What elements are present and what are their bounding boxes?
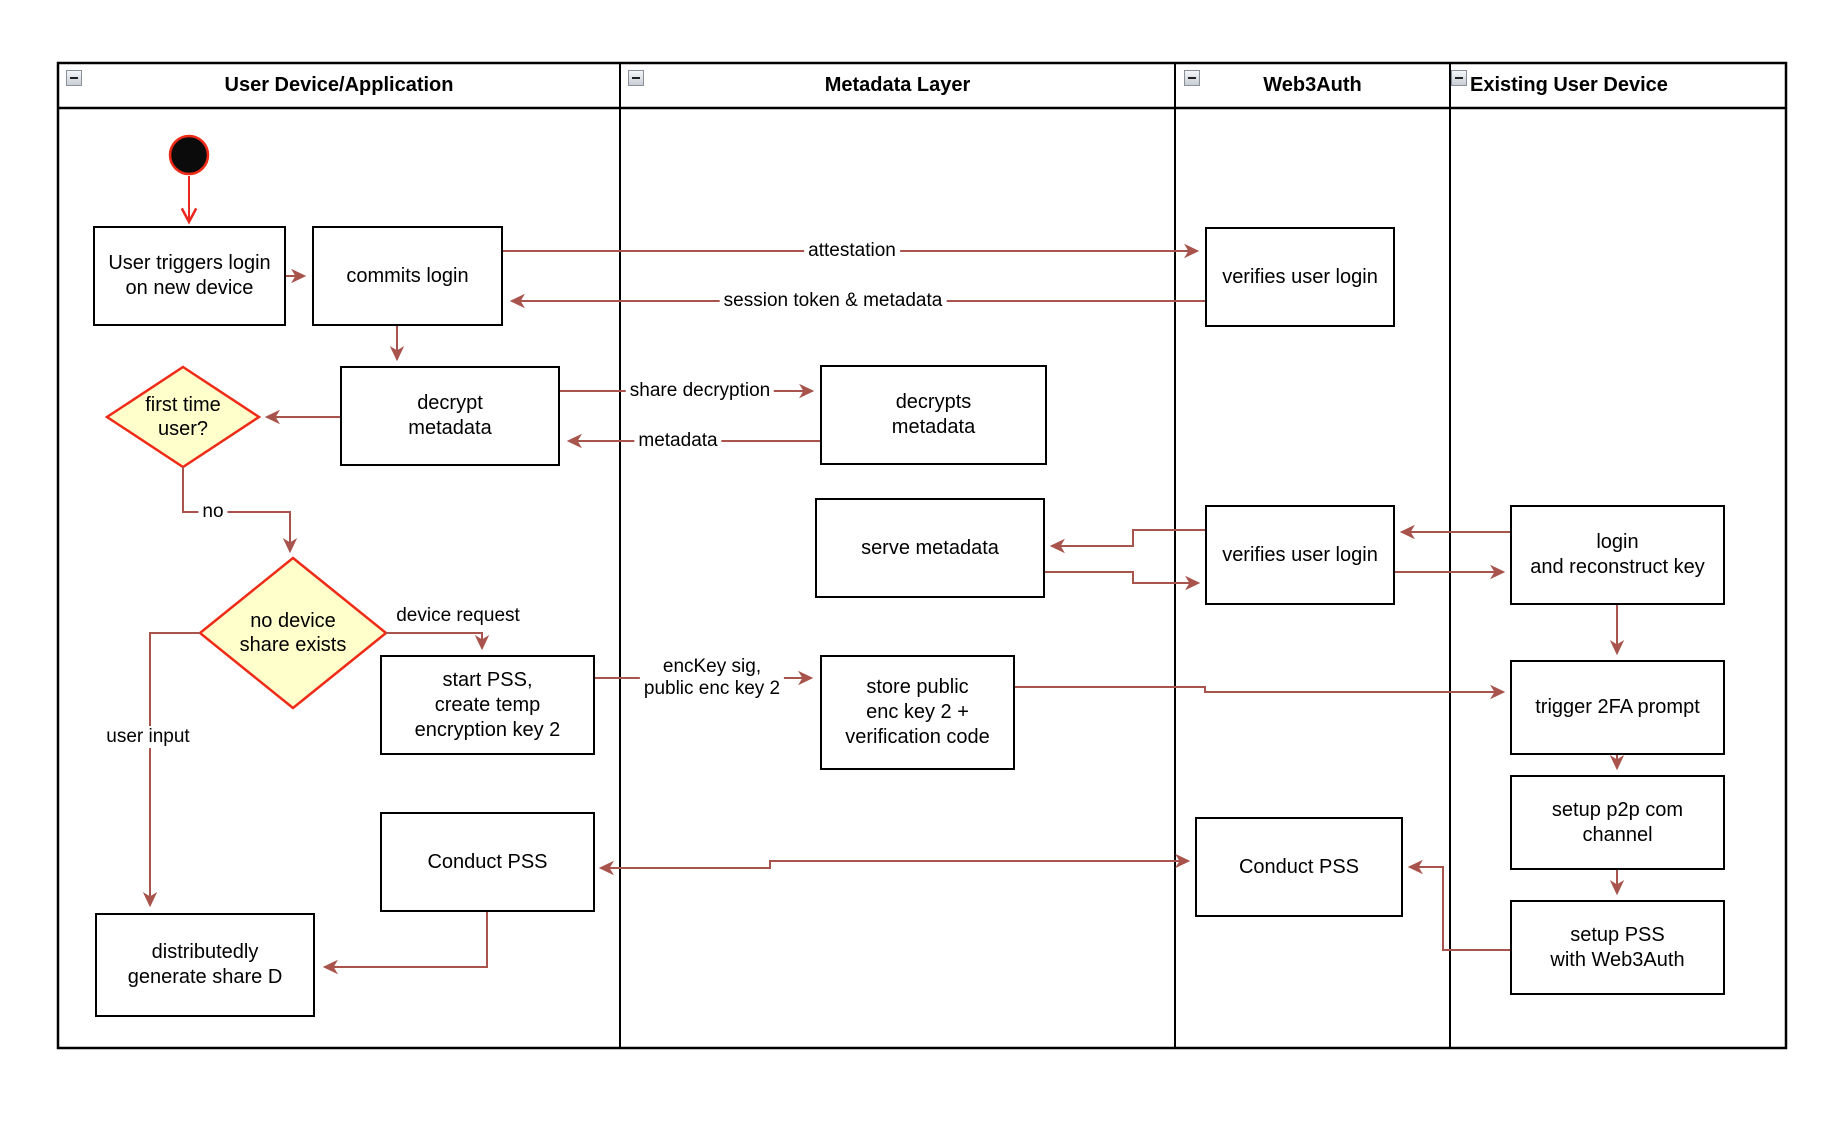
lane-title: Existing User Device: [1470, 74, 1668, 96]
decision-no-device-share: [198, 556, 388, 710]
lane-title: Web3Auth: [1263, 74, 1362, 96]
lane-title: User Device/Application: [224, 74, 454, 96]
node-verifies-user-login-2: verifies user login: [1205, 505, 1395, 605]
edge-label-no: no: [198, 501, 228, 523]
collapse-icon[interactable]: [1451, 70, 1467, 86]
node-store-public-enc-key: store public enc key 2 + verification co…: [820, 655, 1015, 770]
edge-label-enckey-sig: encKey sig, public enc key 2: [639, 656, 785, 700]
edge-setup-pss-to-conduct: [1407, 859, 1510, 951]
node-start-pss: start PSS, create temp encryption key 2: [380, 655, 595, 755]
edge-label-device-request: device request: [392, 605, 524, 627]
edge-device-request: [386, 632, 490, 651]
node-login-and-reconstruct-key: login and reconstruct key: [1510, 505, 1725, 605]
initial-state-node: [168, 134, 210, 176]
node-commits-login: commits login: [312, 226, 503, 326]
edge-conduct-pss-link: [598, 853, 1191, 876]
collapse-icon[interactable]: [628, 70, 644, 86]
node-conduct-pss-web3auth: Conduct PSS: [1195, 817, 1403, 917]
node-conduct-pss-user: Conduct PSS: [380, 812, 595, 912]
edge-label-user-input: user input: [102, 726, 194, 748]
collapse-icon[interactable]: [66, 70, 82, 86]
collapse-icon[interactable]: [1184, 70, 1200, 86]
edge-user-input: [142, 632, 200, 908]
edge-label-share-decryption: share decryption: [625, 380, 775, 402]
node-setup-pss-with-web3auth: setup PSS with Web3Auth: [1510, 900, 1725, 995]
node-setup-p2p-channel: setup p2p com channel: [1510, 775, 1725, 870]
node-decrypts-metadata: decrypts metadata: [820, 365, 1047, 465]
decision-label-first-time-user: first time user?: [145, 394, 221, 440]
edge-label-metadata: metadata: [634, 430, 722, 452]
node-decrypt-metadata: decrypt metadata: [340, 366, 560, 466]
lane-header-user-device: User Device/Application: [58, 63, 620, 108]
node-verifies-user-login-1: verifies user login: [1205, 227, 1395, 327]
lane-header-metadata-layer: Metadata Layer: [620, 63, 1175, 108]
node-trigger-2fa-prompt: trigger 2FA prompt: [1510, 660, 1725, 755]
edge-no-branch: [182, 467, 298, 554]
edge-verifies2-to-serve: [1049, 529, 1205, 554]
edge-label-session-token: session token & metadata: [719, 290, 947, 312]
edge-store-to-trigger2fa: [1015, 684, 1506, 700]
lane-header-existing-user-device: Existing User Device: [1450, 63, 1786, 108]
decision-label-no-device-share: no device share exists: [239, 610, 347, 656]
edge-serve-to-verifies2: [1045, 571, 1201, 591]
edge-conduct-to-distributedly: [322, 912, 488, 975]
pool-frame: [56, 61, 1788, 1050]
node-serve-metadata: serve metadata: [815, 498, 1045, 598]
lane-title: Metadata Layer: [824, 74, 971, 96]
edge-label-attestation: attestation: [804, 240, 900, 262]
node-user-triggers-login: User triggers login on new device: [93, 226, 286, 326]
node-distributedly-generate-share: distributedly generate share D: [95, 913, 315, 1017]
lane-header-web3auth: Web3Auth: [1175, 63, 1450, 108]
